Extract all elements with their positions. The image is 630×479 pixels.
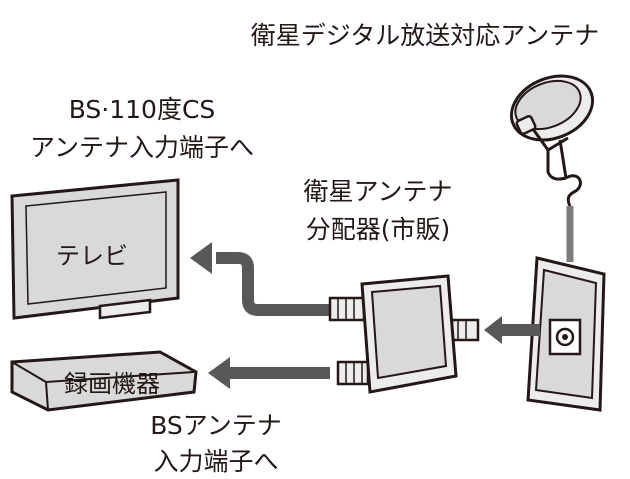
arrow-wall-to-splitter xyxy=(484,316,540,344)
antenna-title: 衛星デジタル放送対応アンテナ xyxy=(251,21,600,50)
satellite-dish-icon xyxy=(509,74,595,207)
tv-input-label-line1: BS·110度CS xyxy=(69,95,216,124)
recorder-input-label-line2: 入力端子へ xyxy=(153,447,278,476)
tv-label: テレビ xyxy=(56,242,128,270)
tv-icon xyxy=(10,178,180,320)
tv-input-label-line2: アンテナ入力端子へ xyxy=(30,133,254,162)
recorder-label: 録画機器 xyxy=(64,370,160,398)
arrow-splitter-to-recorder xyxy=(208,357,330,389)
splitter-label-line2: 分配器(市販) xyxy=(306,215,451,244)
arrow-splitter-to-tv xyxy=(190,242,336,316)
wall-outlet-icon xyxy=(526,256,606,412)
recorder-input-label-line1: BSアンテナ xyxy=(150,411,282,440)
splitter-label-line1: 衛星アンテナ xyxy=(303,177,452,206)
splitter-icon xyxy=(328,274,480,394)
recorder-icon xyxy=(10,350,198,412)
